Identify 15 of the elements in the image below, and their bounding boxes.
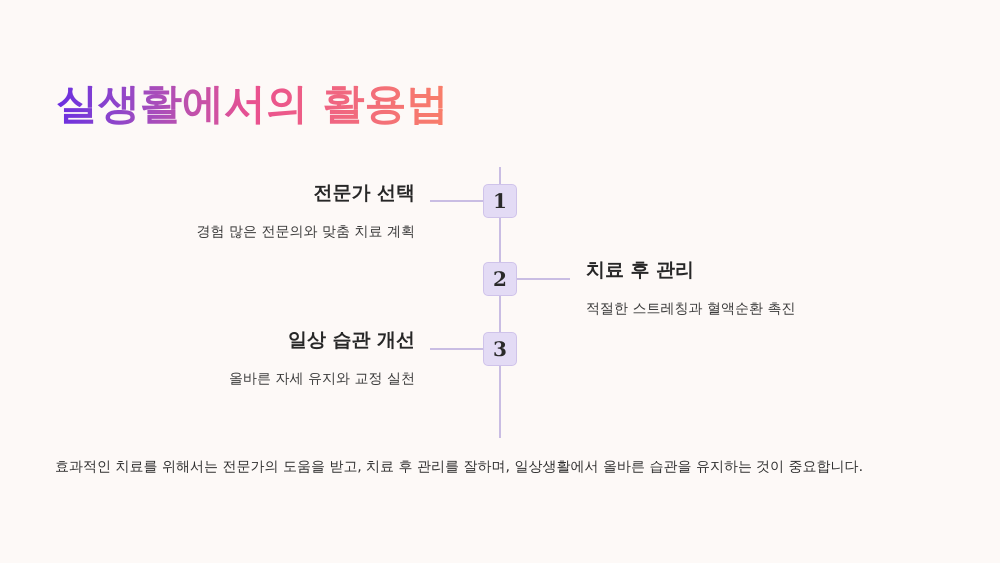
entry-heading: 일상 습관 개선 — [288, 328, 415, 353]
step-number-box: 3 — [483, 332, 517, 366]
entry-heading: 전문가 선택 — [313, 181, 415, 206]
step-number-box: 1 — [483, 184, 517, 218]
entry-description: 경험 많은 전문의와 맞춤 치료 계획 — [196, 223, 415, 242]
entry-description: 적절한 스트레칭과 혈액순환 촉진 — [586, 300, 796, 319]
connector-line — [499, 296, 501, 332]
connector-line — [499, 218, 501, 262]
caption: 효과적인 치료를 위해서는 전문가의 도움을 받고, 치료 후 관리를 잘하며, 일상생활에서 올바른 습관을 유지하는 것이 중요합니다. — [55, 458, 864, 477]
connector-line — [430, 348, 483, 350]
entry-description: 올바른 자세 유지와 교정 실천 — [229, 370, 415, 389]
connector-line — [430, 200, 483, 202]
entry-heading: 치료 후 관리 — [586, 258, 694, 283]
connector-line — [517, 278, 570, 280]
step-number-box: 2 — [483, 262, 517, 296]
